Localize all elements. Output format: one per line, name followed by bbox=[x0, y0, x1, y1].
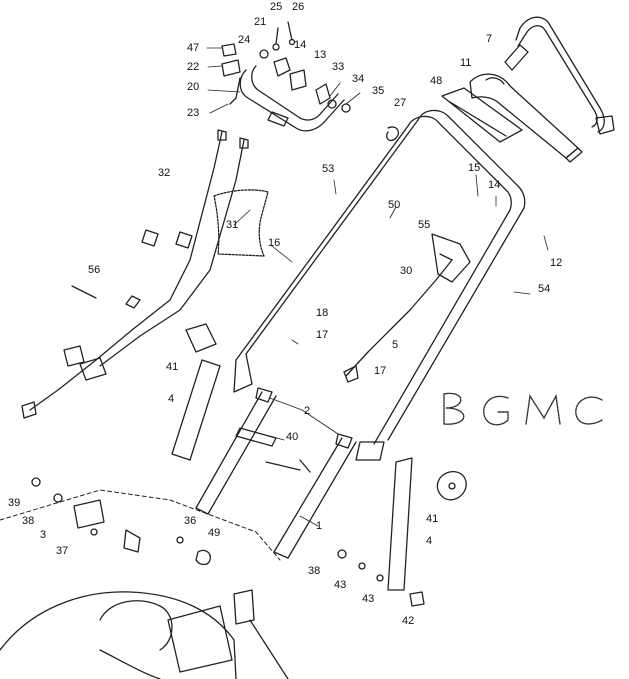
part-label-p2: 2 bbox=[304, 405, 311, 417]
part-label-p47: 47 bbox=[187, 42, 200, 54]
upper-handle-frame bbox=[233, 109, 526, 461]
part-label-p31: 31 bbox=[226, 219, 239, 231]
part-label-p23: 23 bbox=[187, 107, 200, 119]
control-bail bbox=[229, 65, 345, 132]
part-label-p53: 53 bbox=[322, 163, 335, 175]
part-label-p43b: 43 bbox=[362, 593, 375, 605]
cable-tie-bag bbox=[213, 189, 269, 257]
part-label-p14b: 14 bbox=[488, 179, 501, 191]
part-label-p17b: 17 bbox=[374, 365, 387, 377]
part-label-p14a: 14 bbox=[294, 39, 307, 51]
lower-left-hardware bbox=[31, 459, 425, 607]
part-label-p40: 40 bbox=[286, 431, 299, 443]
right-handle-bracket bbox=[387, 457, 467, 591]
mower-deck bbox=[0, 489, 281, 561]
part-label-p43a: 43 bbox=[334, 579, 347, 591]
part-label-p3: 3 bbox=[40, 529, 47, 541]
part-label-p11: 11 bbox=[460, 57, 472, 69]
part-label-p4b: 4 bbox=[426, 535, 433, 547]
part-label-p34: 34 bbox=[352, 73, 365, 85]
part-label-p21: 21 bbox=[254, 16, 267, 28]
part-label-p18: 18 bbox=[316, 307, 329, 319]
handle-grip bbox=[469, 73, 583, 163]
part-label-p17a: 17 bbox=[316, 329, 329, 341]
part-label-p38b: 38 bbox=[308, 565, 321, 577]
part-label-p32: 32 bbox=[158, 167, 171, 179]
control-cables bbox=[21, 129, 249, 419]
part-label-p36: 36 bbox=[184, 515, 197, 527]
part-label-p37: 37 bbox=[56, 545, 69, 557]
part-label-p35: 35 bbox=[372, 85, 385, 97]
part-label-p22: 22 bbox=[187, 61, 200, 73]
decal-sleeve bbox=[441, 87, 523, 143]
leader-lines bbox=[206, 47, 549, 527]
left-handle-bracket bbox=[171, 323, 221, 461]
part-label-p27: 27 bbox=[394, 97, 407, 109]
upper-handle-bar bbox=[504, 16, 615, 135]
mower-deck-body bbox=[0, 529, 289, 679]
part-label-p48: 48 bbox=[430, 75, 443, 87]
part-label-p4a: 4 bbox=[168, 393, 175, 405]
part-label-p38a: 38 bbox=[22, 515, 35, 527]
part-label-p41b: 41 bbox=[426, 513, 439, 525]
part-label-p56: 56 bbox=[88, 264, 101, 276]
part-label-p7: 7 bbox=[486, 33, 493, 45]
part-label-p39: 39 bbox=[8, 497, 21, 509]
part-label-p1: 1 bbox=[316, 520, 323, 532]
part-label-p12: 12 bbox=[550, 257, 563, 269]
part-label-p55: 55 bbox=[418, 219, 431, 231]
part-label-p5: 5 bbox=[392, 339, 399, 351]
part-label-p49: 49 bbox=[208, 527, 221, 539]
throttle-cable bbox=[343, 233, 471, 383]
bgmc-handwritten-stamp bbox=[443, 392, 603, 426]
part-label-p26: 26 bbox=[292, 1, 305, 13]
top-fasteners bbox=[221, 21, 400, 142]
part-label-p54: 54 bbox=[538, 283, 551, 295]
part-label-p41a: 41 bbox=[166, 361, 179, 373]
part-label-p16: 16 bbox=[268, 237, 281, 249]
part-label-p20: 20 bbox=[187, 81, 200, 93]
part-label-p24: 24 bbox=[238, 34, 251, 46]
part-label-p25: 25 bbox=[270, 1, 283, 13]
part-label-p15: 15 bbox=[468, 162, 481, 174]
part-label-p50: 50 bbox=[388, 199, 401, 211]
part-label-p42: 42 bbox=[402, 615, 415, 627]
part-label-p33: 33 bbox=[332, 61, 345, 73]
part-label-p30: 30 bbox=[400, 265, 413, 277]
part-label-p13: 13 bbox=[314, 49, 327, 61]
